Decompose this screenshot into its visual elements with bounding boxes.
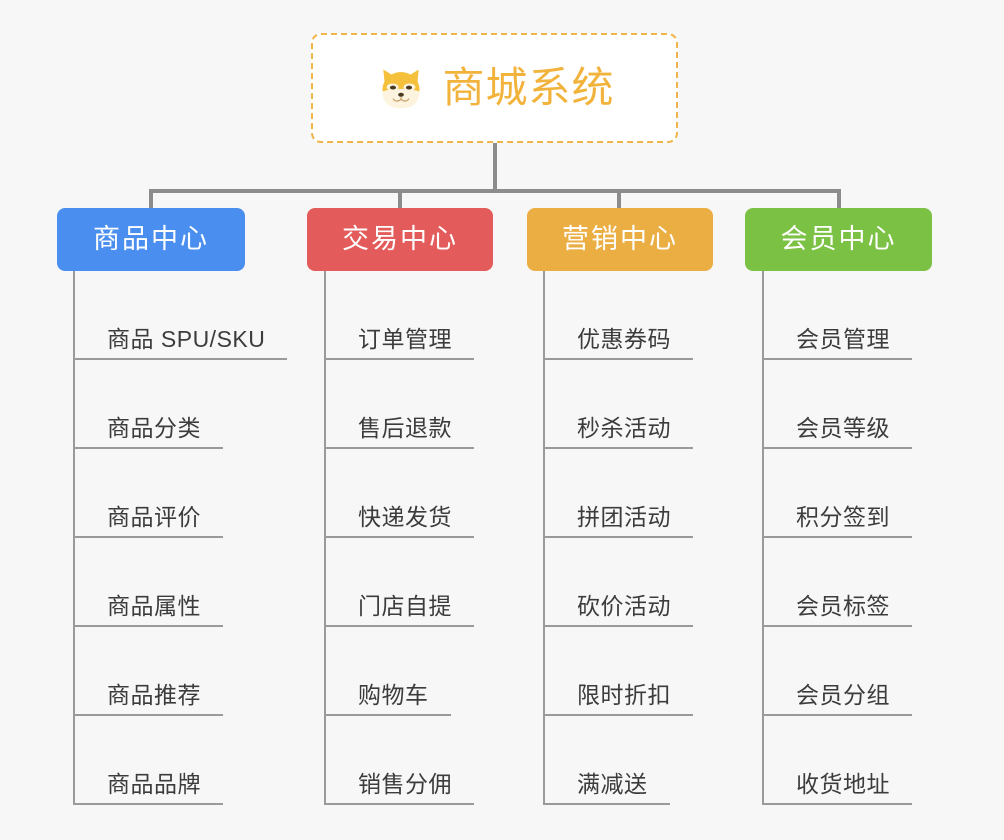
leaf-item-label: 商品推荐 [107,681,201,708]
leaf-underline: 快递发货 [326,503,474,538]
leaf-underline: 商品分类 [75,414,223,449]
branch-header-label: 营销中心 [562,224,678,254]
leaf-item-label: 售后退款 [358,414,452,441]
leaf-item[interactable]: 快递发货 [326,449,574,538]
leaf-item-label: 限时折扣 [577,681,671,708]
leaf-underline: 限时折扣 [545,681,693,716]
branch-header-member-center[interactable]: 会员中心 [745,208,932,271]
leaf-column-trade-center: 订单管理 售后退款 快递发货 门店自提 购物车 销售分佣 [324,271,574,805]
shiba-dog-face-icon [374,61,428,115]
connector-drop-branch-1 [149,189,153,209]
leaf-item-label: 快递发货 [358,503,452,530]
leaf-item[interactable]: 商品品牌 [75,716,323,805]
leaf-item[interactable]: 会员等级 [764,360,1004,449]
leaf-item-label: 商品属性 [107,592,201,619]
leaf-item[interactable]: 门店自提 [326,538,574,627]
leaf-item-label: 拼团活动 [577,503,671,530]
leaf-item[interactable]: 销售分佣 [326,716,574,805]
leaf-item[interactable]: 积分签到 [764,449,1004,538]
leaf-item[interactable]: 会员分组 [764,627,1004,716]
leaf-item-label: 积分签到 [796,503,890,530]
leaf-column-marketing-center: 优惠券码 秒杀活动 拼团活动 砍价活动 限时折扣 满减送 [543,271,793,805]
leaf-underline: 商品推荐 [75,681,223,716]
leaf-underline: 售后退款 [326,414,474,449]
leaf-item-label: 订单管理 [358,325,452,352]
leaf-column-member-center: 会员管理 会员等级 积分签到 会员标签 会员分组 收货地址 [762,271,1004,805]
leaf-underline: 会员管理 [764,325,912,360]
leaf-item-label: 商品品牌 [107,770,201,797]
leaf-underline: 拼团活动 [545,503,693,538]
leaf-underline: 商品评价 [75,503,223,538]
leaf-underline: 门店自提 [326,592,474,627]
connector-drop-branch-3 [617,189,621,209]
leaf-item[interactable]: 会员管理 [764,271,1004,360]
leaf-item-label: 砍价活动 [577,592,671,619]
connector-drop-branch-2 [398,189,402,209]
leaf-item[interactable]: 秒杀活动 [545,360,793,449]
connector-drop-branch-4 [837,189,841,209]
branch-header-label: 交易中心 [342,224,458,254]
leaf-item[interactable]: 收货地址 [764,716,1004,805]
branch-header-trade-center[interactable]: 交易中心 [307,208,493,271]
leaf-item-label: 商品分类 [107,414,201,441]
leaf-underline: 销售分佣 [326,770,474,805]
leaf-item[interactable]: 购物车 [326,627,574,716]
leaf-item-label: 门店自提 [358,592,452,619]
leaf-underline: 会员分组 [764,681,912,716]
leaf-underline: 购物车 [326,681,451,716]
leaf-item-label: 优惠券码 [577,325,671,352]
leaf-underline: 商品属性 [75,592,223,627]
leaf-underline: 优惠券码 [545,325,693,360]
leaf-item[interactable]: 满减送 [545,716,793,805]
leaf-item-label: 购物车 [358,681,429,708]
leaf-underline: 秒杀活动 [545,414,693,449]
root-node-title: 商城系统 [442,64,615,111]
leaf-underline: 积分签到 [764,503,912,538]
connector-root-stem [493,143,497,193]
leaf-underline: 商品品牌 [75,770,223,805]
leaf-column-product-center: 商品 SPU/SKU 商品分类 商品评价 商品属性 商品推荐 商品品牌 [73,271,323,805]
leaf-item-label: 满减送 [577,770,648,797]
leaf-underline: 会员等级 [764,414,912,449]
leaf-item-label: 销售分佣 [358,770,452,797]
leaf-item-label: 秒杀活动 [577,414,671,441]
leaf-item[interactable]: 拼团活动 [545,449,793,538]
leaf-underline: 满减送 [545,770,670,805]
leaf-item-label: 收货地址 [796,770,890,797]
leaf-item[interactable]: 商品分类 [75,360,323,449]
leaf-item-label: 会员管理 [796,325,890,352]
leaf-underline: 商品 SPU/SKU [75,325,288,360]
root-node-mall-system[interactable]: 商城系统 [311,33,678,143]
leaf-item-label: 会员分组 [796,681,890,708]
leaf-item[interactable]: 商品 SPU/SKU [75,271,323,360]
leaf-item[interactable]: 订单管理 [326,271,574,360]
leaf-underline: 订单管理 [326,325,474,360]
leaf-item[interactable]: 商品推荐 [75,627,323,716]
branch-header-label: 商品中心 [93,224,209,254]
leaf-item[interactable]: 会员标签 [764,538,1004,627]
leaf-item[interactable]: 优惠券码 [545,271,793,360]
leaf-item[interactable]: 商品评价 [75,449,323,538]
branch-header-label: 会员中心 [780,224,897,254]
leaf-underline: 收货地址 [764,770,912,805]
leaf-item[interactable]: 售后退款 [326,360,574,449]
branch-header-marketing-center[interactable]: 营销中心 [527,208,713,271]
leaf-item-label: 会员等级 [796,414,890,441]
connector-horizontal-bus [149,189,841,193]
leaf-item-label: 会员标签 [796,592,890,619]
leaf-underline: 会员标签 [764,592,912,627]
leaf-item[interactable]: 砍价活动 [545,538,793,627]
leaf-item[interactable]: 商品属性 [75,538,323,627]
branch-header-product-center[interactable]: 商品中心 [57,208,245,271]
leaf-underline: 砍价活动 [545,592,693,627]
leaf-item[interactable]: 限时折扣 [545,627,793,716]
leaf-item-label: 商品评价 [107,503,201,530]
leaf-item-label: 商品 SPU/SKU [107,325,266,352]
